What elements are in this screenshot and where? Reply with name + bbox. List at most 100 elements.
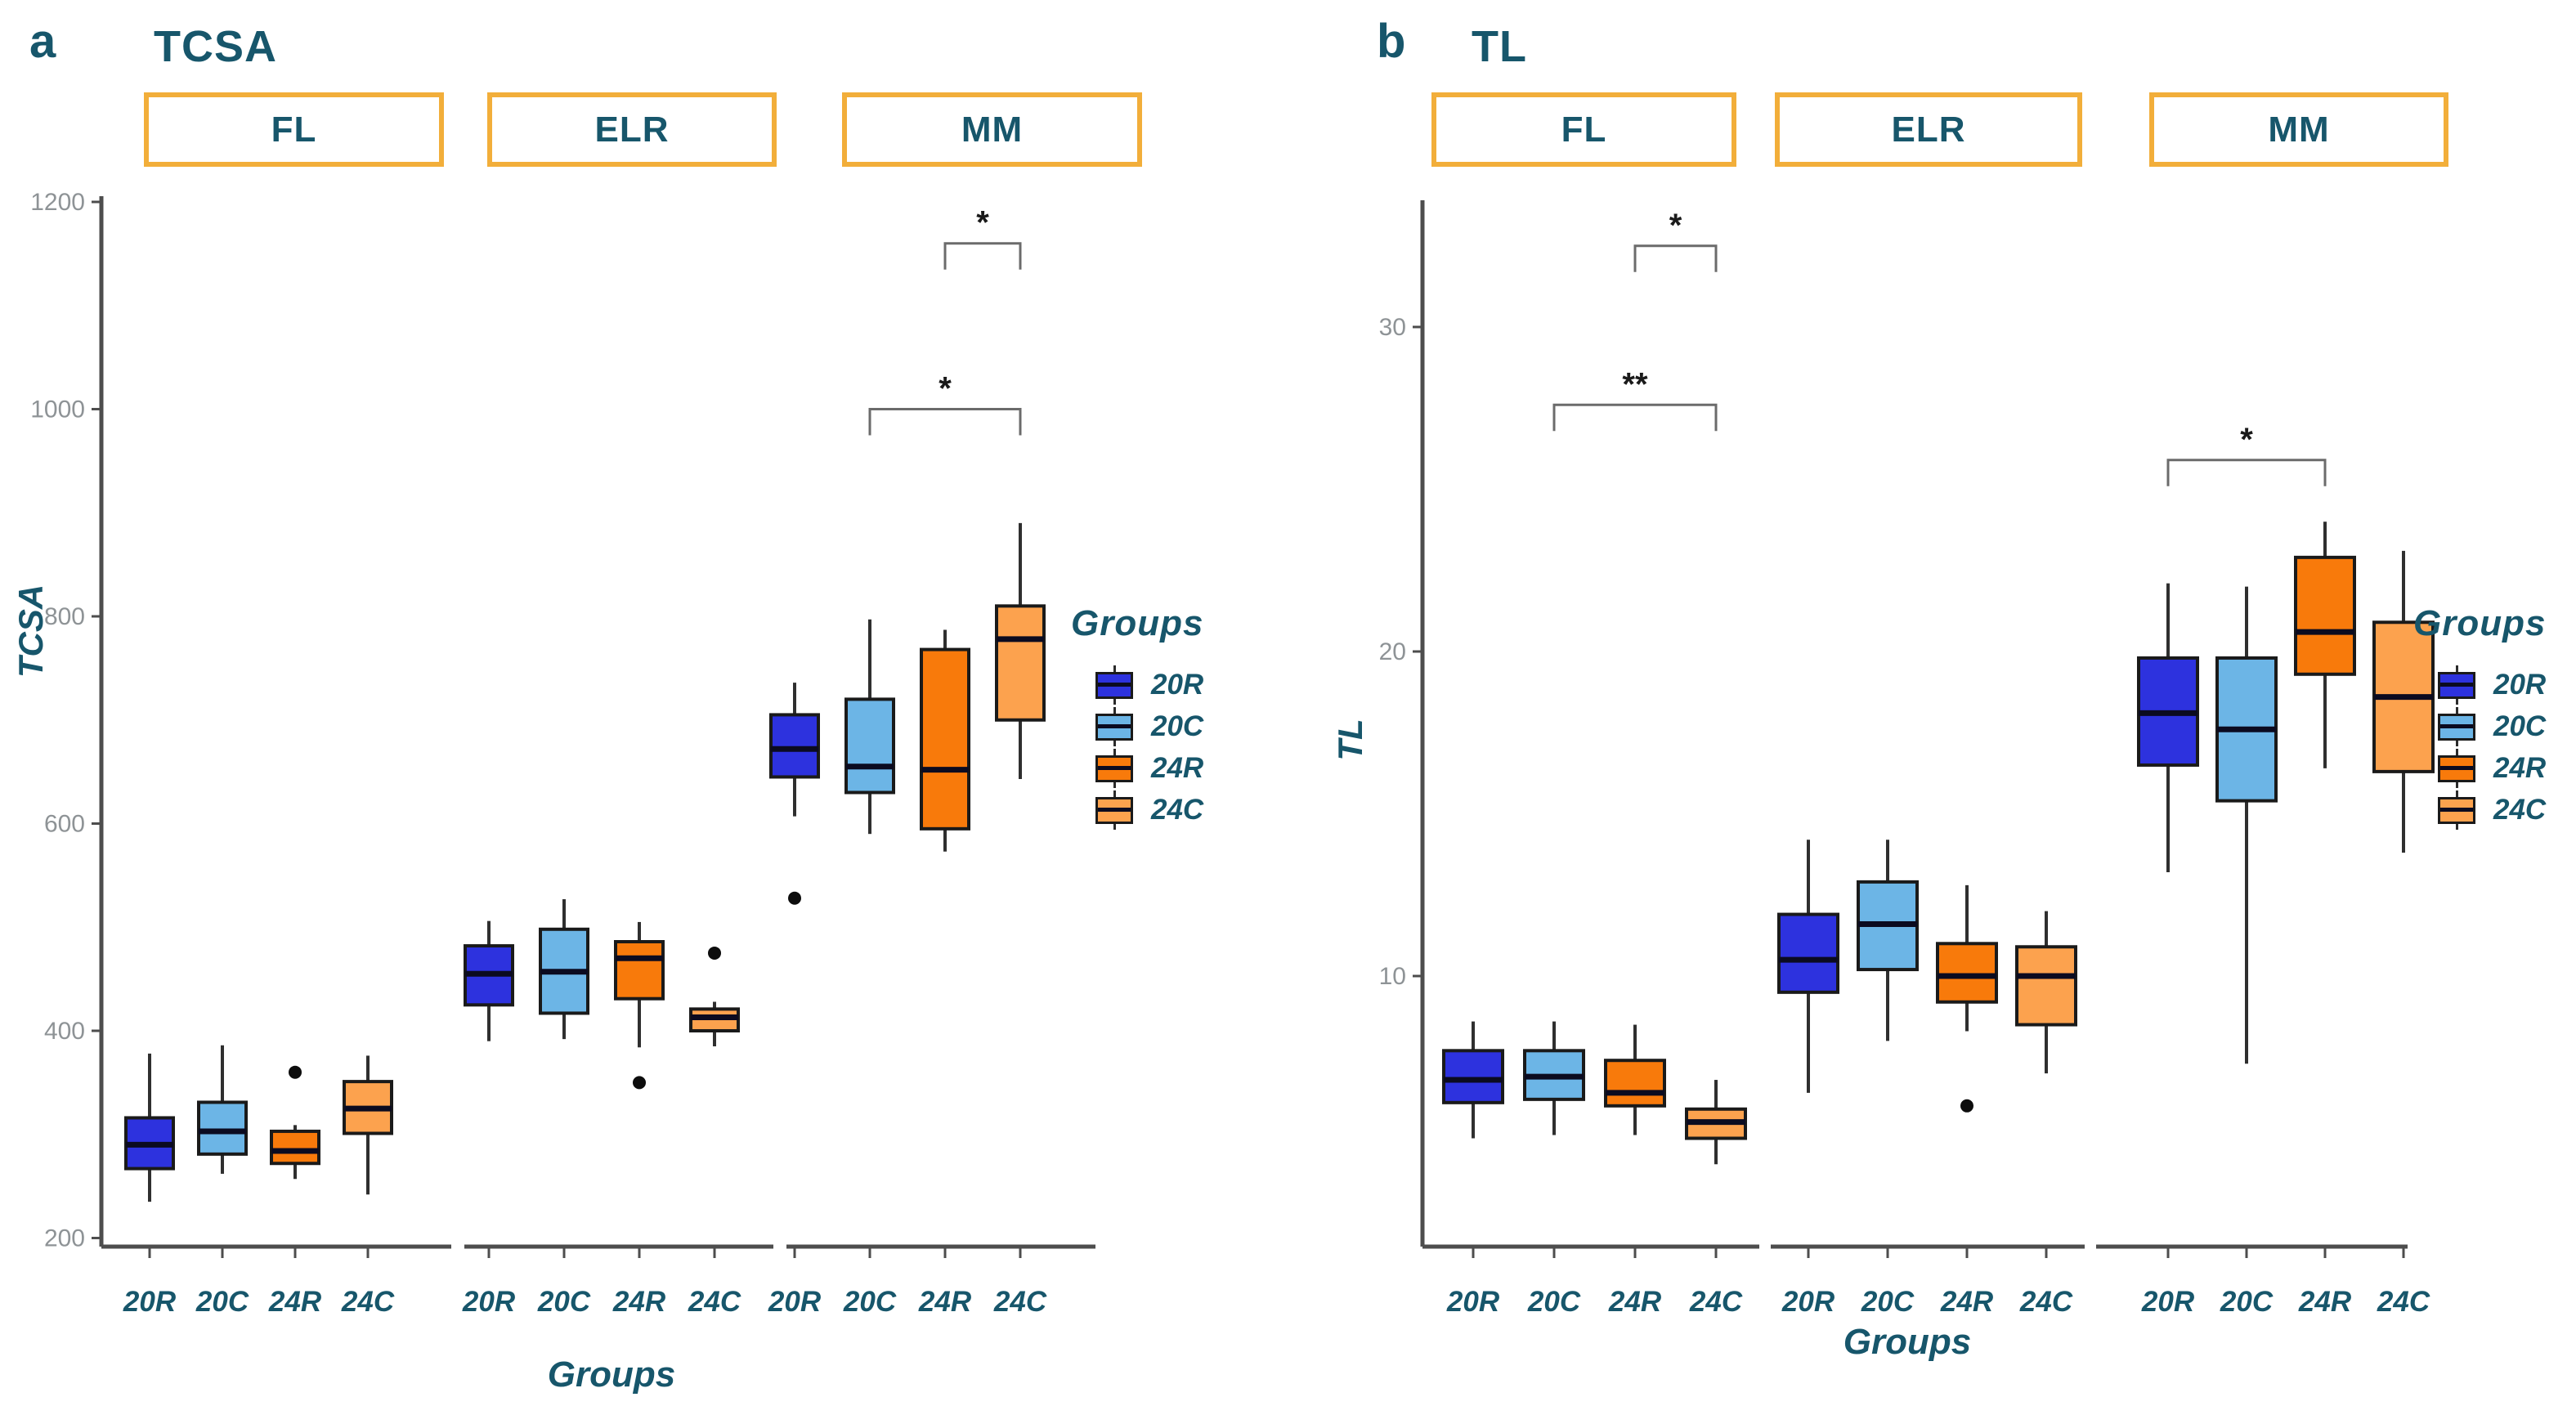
box-24R-MM <box>2294 555 2356 676</box>
box-24R-ELR <box>1936 942 1998 1004</box>
y-tick-label: 1000 <box>30 396 85 423</box>
legend-item: 20C <box>1071 705 1259 747</box>
box-24C-MM <box>995 604 1046 722</box>
facet-header-fl-a: FL <box>144 92 444 167</box>
boxplot-key-icon <box>1095 665 1133 705</box>
x-group-label: 20C <box>843 1286 897 1318</box>
boxplot-key-icon <box>1095 706 1133 746</box>
facet-header-elr-b: ELR <box>1775 92 2082 167</box>
x-group-label: 20C <box>2220 1286 2274 1318</box>
x-group-label: 20C <box>1861 1286 1915 1318</box>
x-group-label: 20C <box>537 1286 591 1318</box>
significance-bracket <box>2166 459 2327 486</box>
legend-item: 24R <box>2413 747 2576 789</box>
box-20C-MM <box>844 697 895 795</box>
significance-bracket <box>868 408 1022 436</box>
x-axis-title: Groups <box>1844 1322 1971 1362</box>
box-24R-FL <box>1604 1059 1666 1108</box>
outlier-point <box>1960 1099 1973 1113</box>
y-tick-label: 30 <box>1379 314 1406 341</box>
legend-item-label: 20C <box>1151 710 1204 742</box>
x-group-label: 24R <box>2298 1286 2352 1318</box>
x-group-label: 20R <box>1446 1286 1500 1318</box>
panel-a-letter: a <box>29 15 56 68</box>
legend-item: 20R <box>2413 664 2576 705</box>
panel-a-title: TCSA <box>154 22 277 71</box>
legend-item-label: 24R <box>1151 751 1204 784</box>
boxplot-key-icon <box>1095 790 1133 830</box>
legend-item: 24R <box>1071 747 1259 789</box>
boxplot-key-icon <box>1095 748 1133 788</box>
legend-a: Groups 20R 20C 24R 24C <box>1071 603 1259 831</box>
outlier-point <box>289 1065 302 1079</box>
significance-star: ** <box>1622 366 1648 402</box>
panel-b-title: TL <box>1472 22 1527 71</box>
outlier-point <box>633 1076 646 1090</box>
facet-header-mm-a: MM <box>842 92 1142 167</box>
y-tick-label: 200 <box>44 1225 85 1252</box>
legend-item-label: 20R <box>2493 668 2547 701</box>
x-group-label: 24R <box>1608 1286 1662 1318</box>
box-24R-ELR <box>614 939 665 1001</box>
box-24R-MM <box>920 647 970 831</box>
legend-item: 24C <box>1071 789 1259 831</box>
x-group-label: 24C <box>341 1286 395 1318</box>
x-group-label: 24C <box>993 1286 1047 1318</box>
outlier-point <box>788 891 801 905</box>
y-axis-title: TL <box>1331 719 1369 760</box>
legend-item: 20C <box>2413 705 2576 747</box>
significance-bracket <box>943 242 1022 270</box>
boxplot-key-icon <box>2438 665 2475 705</box>
box-20R-MM <box>769 713 820 779</box>
x-group-label: 20R <box>768 1286 822 1318</box>
outlier-point <box>708 946 721 960</box>
boxplot-key-icon <box>2438 748 2475 788</box>
legend-item: 24C <box>2413 789 2576 831</box>
y-tick-label: 400 <box>44 1018 85 1045</box>
x-group-label: 20R <box>123 1286 177 1318</box>
facet-header-elr-a: ELR <box>487 92 777 167</box>
x-group-label: 24C <box>2377 1286 2430 1318</box>
box-20C-FL <box>197 1100 248 1156</box>
x-group-label: 20R <box>2141 1286 2195 1318</box>
box-24R-FL <box>270 1129 320 1166</box>
significance-star: * <box>939 371 952 407</box>
x-group-label: 24R <box>268 1286 322 1318</box>
legend-title: Groups <box>2413 603 2547 643</box>
x-group-label: 20C <box>1527 1286 1581 1318</box>
box-20R-FL <box>1442 1049 1504 1104</box>
y-tick-label: 1200 <box>30 189 85 216</box>
panel-b-letter: b <box>1377 15 1406 68</box>
y-tick-label: 600 <box>44 811 85 838</box>
x-group-label: 24C <box>688 1286 741 1318</box>
legend-item: 20R <box>1071 664 1259 705</box>
significance-bracket <box>1552 403 1718 432</box>
significance-star: * <box>976 205 989 241</box>
x-group-label: 24R <box>918 1286 972 1318</box>
legend-item-label: 24C <box>1151 793 1204 826</box>
y-tick-label: 20 <box>1379 638 1406 665</box>
x-group-label: 20R <box>1781 1286 1835 1318</box>
legend-item-label: 24C <box>2493 793 2547 826</box>
legend-item-label: 24R <box>2493 751 2547 784</box>
boxplot-key-icon <box>2438 706 2475 746</box>
significance-star: * <box>1669 208 1682 244</box>
legend-title: Groups <box>1071 603 1204 643</box>
legend-b: Groups 20R 20C 24R 24C <box>2413 603 2576 831</box>
x-group-label: 24C <box>1689 1286 1743 1318</box>
significance-star: * <box>2240 422 2253 458</box>
x-group-label: 24R <box>612 1286 666 1318</box>
y-tick-label: 10 <box>1379 963 1406 990</box>
x-group-label: 20R <box>462 1286 516 1318</box>
box-24C-ELR <box>2015 945 2077 1027</box>
facet-header-fl-b: FL <box>1431 92 1736 167</box>
x-group-label: 24R <box>1940 1286 1994 1318</box>
x-axis-title: Groups <box>548 1355 675 1395</box>
legend-item-label: 20R <box>1151 668 1204 701</box>
y-tick-label: 800 <box>44 603 85 630</box>
x-group-label: 20C <box>195 1286 249 1318</box>
x-group-label: 24C <box>2019 1286 2073 1318</box>
box-20R-ELR <box>1777 912 1839 994</box>
